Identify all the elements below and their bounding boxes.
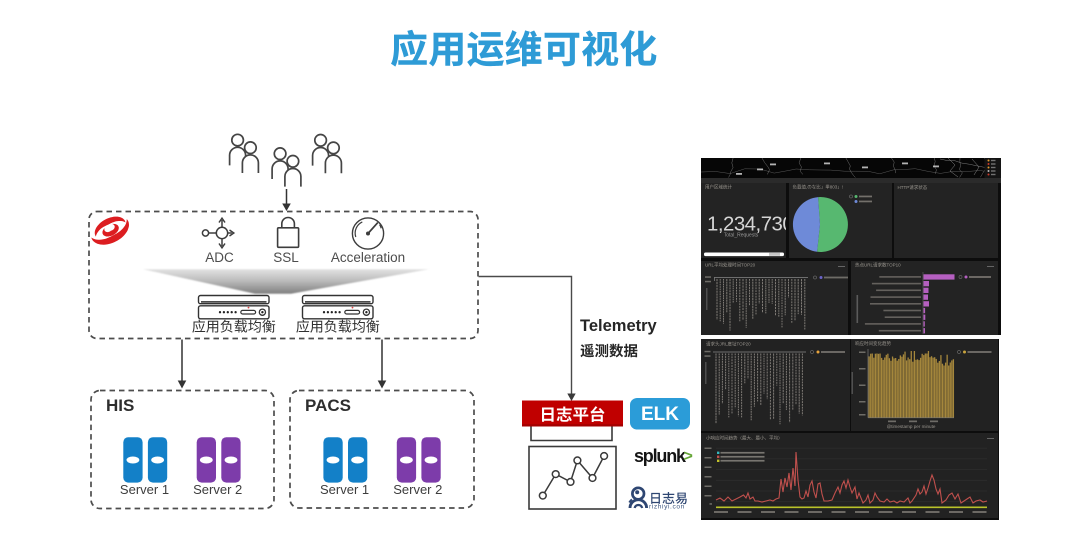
svg-text:—: — — [838, 263, 845, 270]
svg-text:Acceleration: Acceleration — [331, 250, 405, 265]
svg-text:1,234,730: 1,234,730 — [707, 214, 793, 236]
svg-text:用户区域统计: 用户区域统计 — [705, 184, 732, 191]
svg-text:小响应时间趋势（最大、最小、平均）: 小响应时间趋势（最大、最小、平均） — [706, 435, 783, 442]
svg-text:ADC: ADC — [205, 250, 234, 265]
svg-text:Server 1: Server 1 — [120, 482, 169, 497]
svg-text:Total_Requests: Total_Requests — [724, 233, 759, 239]
svg-text:SSL: SSL — [273, 250, 299, 265]
svg-text:Telemetry: Telemetry — [580, 317, 658, 335]
svg-text:Server 2: Server 2 — [193, 482, 242, 497]
svg-text:>: > — [684, 448, 693, 465]
svg-text:请求头JRL度址TOP20: 请求头JRL度址TOP20 — [706, 341, 751, 348]
svg-text:HIS: HIS — [106, 396, 134, 415]
svg-text:@timestamp per minute: @timestamp per minute — [887, 424, 936, 429]
svg-text:HTTP请求状态: HTTP请求状态 — [898, 184, 928, 191]
svg-text:Server 1: Server 1 — [320, 482, 369, 497]
svg-text:负载值,のな比」単803」!: 负载值,のな比」単803」! — [793, 184, 844, 191]
svg-text:ELK: ELK — [641, 404, 679, 425]
svg-text:rizhiyi.con: rizhiyi.con — [649, 504, 685, 511]
svg-text:URL平均处理时间TOP20: URL平均处理时间TOP20 — [705, 262, 756, 269]
svg-text:响应时间变化趋势: 响应时间变化趋势 — [855, 340, 891, 347]
svg-text:Server 2: Server 2 — [393, 482, 442, 497]
svg-text:—: — — [987, 435, 994, 442]
svg-text:热点URL请求数TOP10: 热点URL请求数TOP10 — [855, 262, 901, 269]
svg-text:splunk: splunk — [634, 446, 687, 466]
svg-text:—: — — [987, 263, 994, 270]
svg-text:PACS: PACS — [305, 396, 351, 415]
